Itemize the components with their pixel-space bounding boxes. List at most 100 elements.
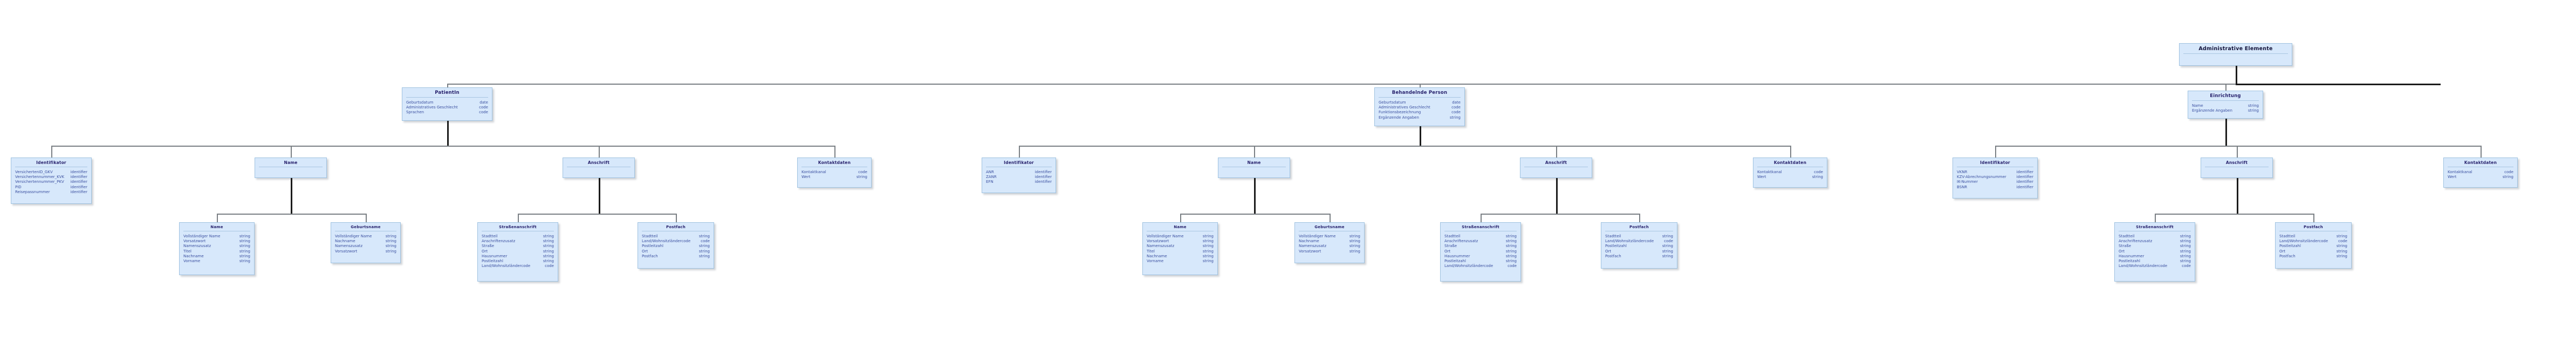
attribute-type: code [701,239,710,244]
attribute-name: Administratives Geschlecht [1379,105,1430,110]
attribute-name: Hausnummer [1444,254,1470,258]
attribute-type: code [2338,239,2347,244]
attribute-type: identifier [70,175,87,180]
attribute-name: VersichertenID_GKV [15,170,53,174]
leaf-stem-0-1-0 [217,214,218,222]
attribute-type: string [1202,249,1214,254]
class-separator [1379,97,1461,98]
attribute-type: string [698,244,710,249]
attribute-name: Reisepassnummer [15,189,50,194]
leaf-stem-2-1-1 [2313,214,2314,222]
attribute-name: Vollständiger Name [1299,234,1336,238]
child-stem-1-1 [1254,146,1255,158]
attribute-type: string [239,234,250,238]
attribute-name: Vollständiger Name [183,234,221,238]
root-trunk-right [2236,84,2441,85]
class-box-anschrift[interactable]: Anschrift [563,158,635,178]
class-name: Behandelnde Person [1392,90,1448,95]
attribute-type: string [1202,244,1214,249]
attribute-name: Vorsatzwort [335,249,358,254]
attribute-type: string [2180,259,2191,264]
class-box-anschrift[interactable]: Anschrift [1520,158,1592,178]
class-box-administrative-elemente[interactable]: Administrative Elemente [2179,43,2292,66]
class-attribute-list [2180,54,2292,65]
attribute-name: Ort [2119,249,2125,254]
class-box-anschrift[interactable]: Anschrift [2201,158,2273,178]
attribute-type: identifier [2016,175,2033,180]
attribute-type: string [698,254,710,258]
attribute-name: Land/Wohnsitzländercode [642,239,691,244]
class-name: PatientIn [435,90,460,95]
leaf-stem-1-2-1 [1639,214,1640,222]
attribute-type: string [1505,234,1517,238]
attribute-name: Hausnummer [2119,254,2145,258]
class-name: Postfach [2304,225,2323,229]
attribute-name: Kontaktkanal [2448,170,2472,174]
attribute-type: string [1202,239,1214,244]
attribute-type: identifier [1034,170,1052,174]
class-box-name[interactable]: Name [1218,158,1290,178]
branch-drop-0 [447,121,449,146]
branch-stem-2 [2225,84,2226,91]
attribute-type: string [385,239,396,244]
attribute-name: Postleitzahl [1605,244,1627,249]
attribute-name: Namenszusatz [1147,244,1175,249]
subbranch-trunk-1-2 [1481,214,1639,215]
class-box-name[interactable]: Name [255,158,327,178]
class-attribute-list [1218,167,1290,177]
attribute-type: string [698,249,710,254]
class-name: Name [1247,160,1261,165]
class-attribute-list [2201,167,2272,177]
child-stem-0-2 [599,146,600,158]
attribute-name: Ort [642,249,648,254]
branch-drop-1 [1420,126,1421,146]
attribute-type: string [2180,254,2191,258]
attribute-name: Versichertennummer_PKV [15,180,64,184]
attribute-type: string [2336,244,2347,249]
child-stem-2-1 [2237,146,2238,158]
attribute-name: Postleitzahl [2279,244,2301,249]
